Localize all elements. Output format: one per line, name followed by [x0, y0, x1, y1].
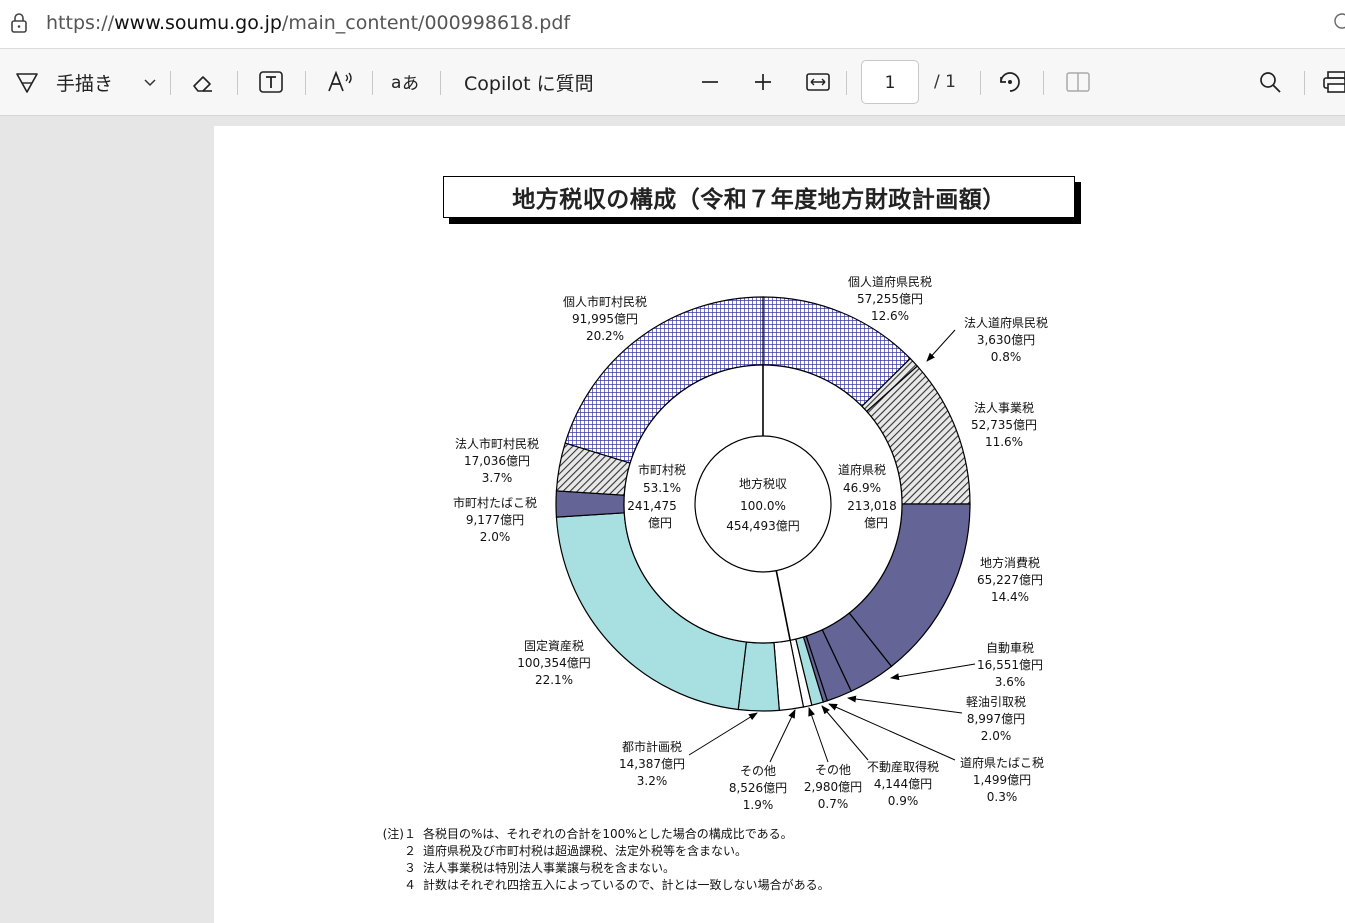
rotate-button[interactable] [997, 49, 1023, 115]
note-prefix: (注)１ [382, 827, 416, 841]
minus-icon [702, 81, 718, 83]
url-text[interactable]: https://www.soumu.go.jp/main_content/000… [46, 12, 570, 34]
note-line: ３ 法人事業税は特別法人事業譲与税を含まない。 [378, 860, 830, 877]
notes-block: (注)１ 各税目の%は、それぞれの合計を100%とした場合の構成比である。 ２ 道府… [378, 826, 830, 894]
read-aloud-icon [328, 70, 352, 92]
note-prefix: ４ [403, 878, 416, 892]
lock-icon[interactable] [8, 12, 30, 34]
toolbar-divider [372, 71, 373, 95]
pen-icon [16, 73, 38, 93]
note-prefix: ３ [403, 861, 416, 875]
read-aloud-button[interactable] [326, 49, 354, 115]
url-host: www.soumu.go.jp [114, 12, 282, 34]
print-button[interactable] [1322, 49, 1345, 115]
search-icon [1260, 72, 1281, 93]
toolbar-divider [440, 71, 441, 95]
draw-label: 手描き [56, 72, 114, 95]
address-bar[interactable]: https://www.soumu.go.jp/main_content/000… [0, 0, 1345, 49]
two-page-button[interactable] [1065, 49, 1091, 115]
zoom-in-button[interactable] [752, 49, 774, 115]
note-prefix: ２ [403, 844, 416, 858]
zoom-out-button[interactable] [699, 49, 721, 115]
plus-icon [755, 74, 771, 90]
eraser-icon [193, 76, 212, 92]
note-text: 各税目の%は、それぞれの合計を100%とした場合の構成比である。 [423, 827, 793, 841]
note-line: (注)１ 各税目の%は、それぞれの合計を100%とした場合の構成比である。 [378, 826, 830, 843]
svg-text:a: a [391, 73, 401, 93]
page-number-input[interactable]: 1 [861, 60, 919, 104]
toolbar-divider [170, 71, 171, 95]
toolbar-divider [237, 71, 238, 95]
two-page-icon [1066, 72, 1090, 92]
print-icon [1323, 71, 1345, 93]
copilot-label: Copilot に質問 [464, 72, 594, 95]
text-button[interactable] [258, 49, 284, 115]
note-text: 道府県税及び市町村税は超過課税、法定外税等を含まない。 [423, 844, 748, 858]
note-text: 法人事業税は特別法人事業譲与税を含まない。 [423, 861, 676, 875]
url-prefix: https:// [46, 12, 115, 34]
note-text: 計数はそれぞれ四捨五入によっているので、計とは一致しない場合がある。 [423, 878, 830, 892]
chevron-down-icon [144, 79, 156, 87]
note-line: ２ 道府県税及び市町村税は超過課税、法定外税等を含まない。 [378, 843, 830, 860]
find-button[interactable] [1258, 49, 1282, 115]
copilot-button[interactable]: Copilot に質問 [464, 49, 594, 115]
rotate-icon [1000, 72, 1020, 92]
toolbar-divider [1304, 71, 1305, 95]
page-title: 地方税収の構成（令和７年度地方財政計画額） [443, 176, 1075, 218]
pdf-page [214, 126, 1345, 923]
clear-icon[interactable] [1333, 12, 1345, 30]
text-box-icon [259, 71, 283, 93]
toolbar-divider [846, 71, 847, 95]
draw-options-button[interactable] [142, 49, 158, 115]
url-path: /main_content/000998618.pdf [281, 12, 571, 34]
erase-button[interactable] [190, 49, 216, 115]
page-count: / 1 [934, 72, 956, 92]
toolbar-divider [980, 71, 981, 95]
svg-text:あ: あ [402, 74, 419, 94]
fit-width-icon [806, 73, 830, 91]
note-line: ４ 計数はそれぞれ四捨五入によっているので、計とは一致しない場合がある。 [378, 877, 830, 894]
toolbar-divider [305, 71, 306, 95]
pdf-viewer[interactable] [0, 116, 1345, 923]
draw-button[interactable]: 手描き [14, 49, 113, 115]
toolbar-divider [1043, 71, 1044, 95]
fit-width-button[interactable] [805, 49, 831, 115]
